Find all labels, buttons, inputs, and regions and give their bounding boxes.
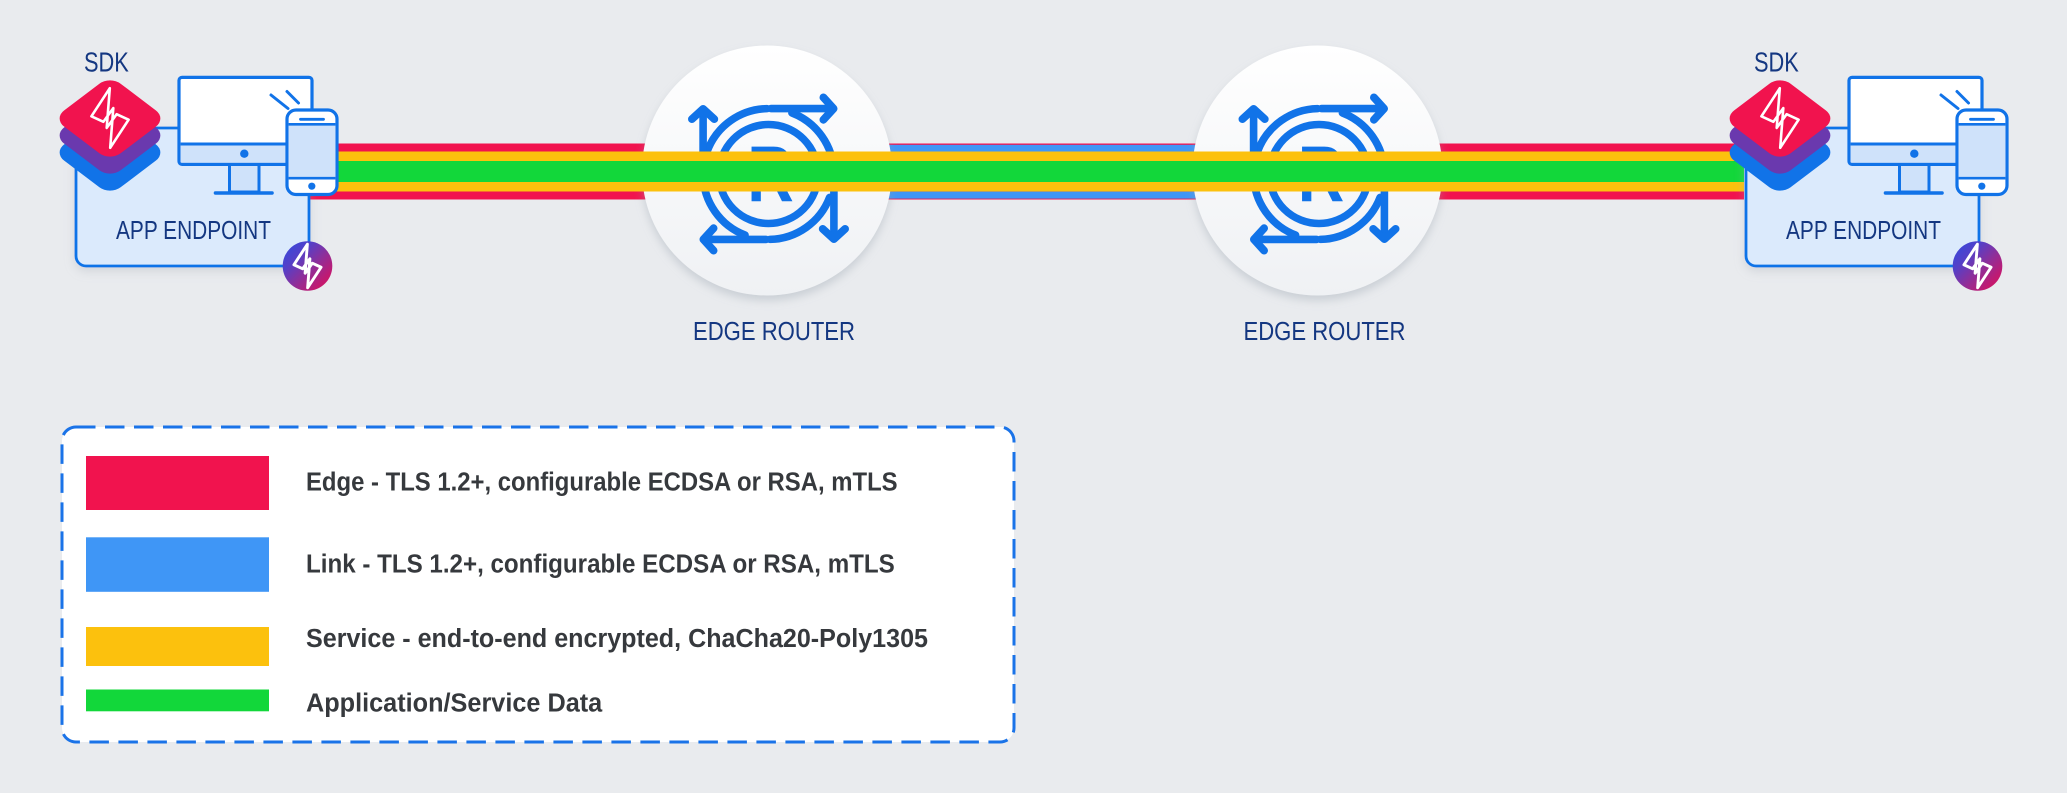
svg-text:Service - end-to-end encrypted: Service - end-to-end encrypted, ChaCha20… xyxy=(306,623,928,653)
svg-text:Link - TLS 1.2+, configurable: Link - TLS 1.2+, configurable ECDSA or R… xyxy=(306,549,895,579)
svg-text:EDGE ROUTER: EDGE ROUTER xyxy=(1244,318,1406,346)
svg-text:EDGE ROUTER: EDGE ROUTER xyxy=(693,318,855,346)
svg-text:Application/Service Data: Application/Service Data xyxy=(306,688,603,718)
svg-text:SDK: SDK xyxy=(84,46,129,77)
svg-text:SDK: SDK xyxy=(1754,46,1799,77)
svg-text:APP ENDPOINT: APP ENDPOINT xyxy=(1786,217,1941,245)
svg-text:Edge - TLS 1.2+, configurable: Edge - TLS 1.2+, configurable ECDSA or R… xyxy=(306,466,898,496)
svg-text:APP ENDPOINT: APP ENDPOINT xyxy=(116,217,271,245)
